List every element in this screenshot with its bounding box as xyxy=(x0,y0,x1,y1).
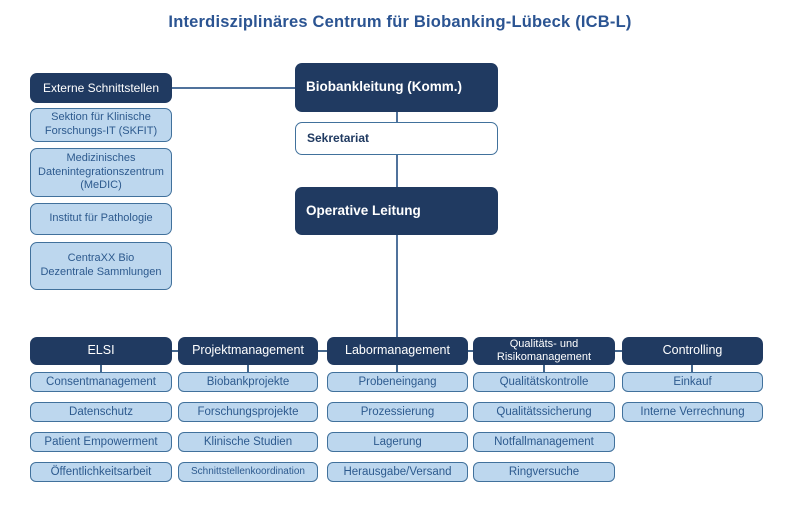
connector-qualitaet-down xyxy=(543,365,545,372)
connector-operative-to-departments xyxy=(396,234,398,337)
dept-item: Herausgabe/Versand xyxy=(327,462,468,482)
box-pathologie: Institut für Pathologie xyxy=(30,203,172,235)
connector-external-to-lead xyxy=(171,87,295,89)
box-skfit: Sektion für Klinische Forschungs-IT (SKF… xyxy=(30,108,172,142)
connector-hdr-gap-4 xyxy=(615,350,622,352)
dept-item: Einkauf xyxy=(622,372,763,392)
dept-item: Datenschutz xyxy=(30,402,172,422)
dept-item: Klinische Studien xyxy=(178,432,318,452)
dept-item: Schnittstellenkoordination xyxy=(178,462,318,482)
connector-lead-to-secretariat xyxy=(396,111,398,123)
dept-item: Ringversuche xyxy=(473,462,615,482)
dept-item: Interne Verrechnung xyxy=(622,402,763,422)
dept-item: Consentmanagement xyxy=(30,372,172,392)
dept-item: Lagerung xyxy=(327,432,468,452)
dept-item: Öffentlichkeitsarbeit xyxy=(30,462,172,482)
dept-header-labormanagement: Labormanagement xyxy=(327,337,468,365)
dept-item: Forschungsprojekte xyxy=(178,402,318,422)
dept-item: Biobankprojekte xyxy=(178,372,318,392)
box-centraxx: CentraXX Bio Dezentrale Sammlungen xyxy=(30,242,172,290)
dept-header-controlling: Controlling xyxy=(622,337,763,365)
box-operative-leitung: Operative Leitung xyxy=(295,187,498,235)
box-medic: Medizinisches Datenintegrationszentrum (… xyxy=(30,148,172,197)
dept-header-qualitaets-risikomanagement: Qualitäts- und Risikomanagement xyxy=(473,337,615,365)
dept-item: Qualitätskontrolle xyxy=(473,372,615,392)
dept-item: Qualitätssicherung xyxy=(473,402,615,422)
page-title: Interdisziplinäres Centrum für Biobankin… xyxy=(168,13,632,31)
dept-item: Notfallmanagement xyxy=(473,432,615,452)
connector-hdr-gap-2 xyxy=(318,350,327,352)
connector-labor-down xyxy=(396,365,398,372)
connector-controlling-down xyxy=(691,365,693,372)
box-externe-schnittstellen: Externe Schnittstellen xyxy=(30,73,172,103)
connector-hdr-gap-1 xyxy=(172,350,178,352)
dept-header-projektmanagement: Projektmanagement xyxy=(178,337,318,365)
connector-projekt-down xyxy=(247,365,249,372)
box-sekretariat: Sekretariat xyxy=(295,122,498,155)
dept-item: Patient Empowerment xyxy=(30,432,172,452)
box-biobankleitung: Biobankleitung (Komm.) xyxy=(295,63,498,112)
dept-item: Prozessierung xyxy=(327,402,468,422)
connector-hdr-gap-3 xyxy=(468,350,473,352)
connector-elsi-down xyxy=(100,365,102,372)
dept-header-elsi: ELSI xyxy=(30,337,172,365)
dept-item: Probeneingang xyxy=(327,372,468,392)
connector-secretariat-to-operative xyxy=(396,154,398,188)
